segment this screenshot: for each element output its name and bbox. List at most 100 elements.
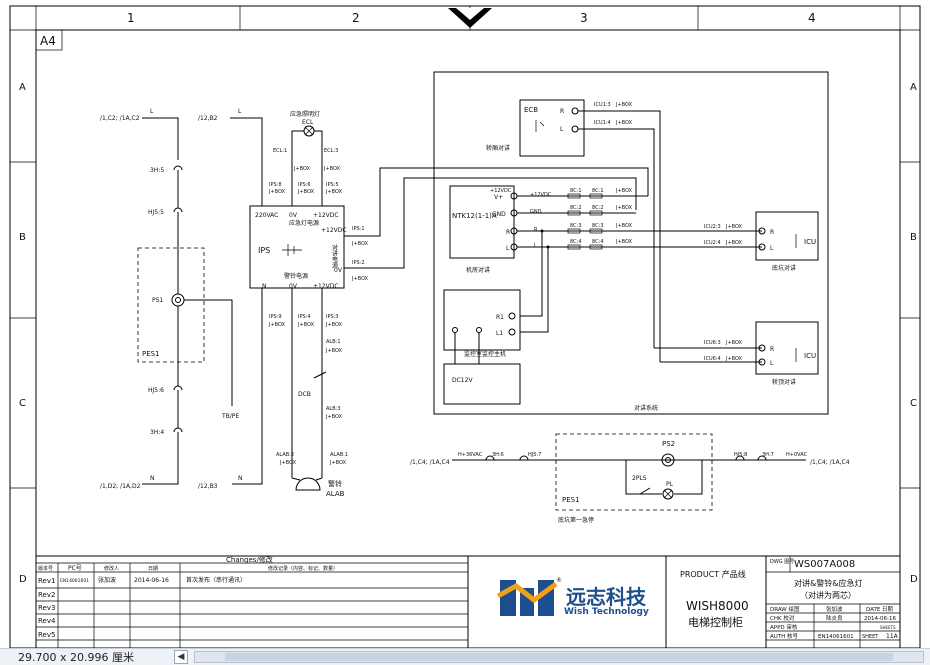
company-name-cn: 远志科技 (566, 585, 647, 609)
monitor-r1: R1 (496, 314, 504, 321)
c4-jbox: J+BOX (615, 239, 633, 245)
rev1-date: 2014-06-16 (134, 577, 169, 584)
left-bottom-ref: /1,D2; /1A,D2 (100, 483, 141, 490)
rev1-by: 张加波 (98, 576, 116, 584)
ips8-label: IPS:8 (269, 182, 282, 188)
dwg-label: DWG 图号 (770, 559, 794, 565)
company-logo (496, 578, 558, 620)
ips8-jbox: J+BOX (268, 189, 286, 195)
icu63-jbox: J+BOX (725, 340, 743, 346)
icu64-label: ICU6:4 (704, 356, 721, 362)
ips-0v: 0V (289, 212, 298, 219)
ips-12v-bottom: +12VDC (313, 283, 339, 290)
icu14-label: ICU1:4 (594, 120, 611, 126)
monitor-host-box (443, 289, 521, 351)
pes1-label: PES1 (562, 496, 580, 504)
ips4-label: IPS:4 (298, 314, 311, 320)
ps1-label: PS1 (152, 297, 163, 304)
ips-0v-bottom: 0V (289, 283, 298, 290)
ips3-jbox: J+BOX (325, 322, 343, 328)
pl-lamp-icon (662, 488, 674, 500)
ecb-r: R (560, 108, 564, 115)
ecl3-jbox: J+BOX (323, 166, 341, 172)
drawing-title-2: （对讲为两芯） (800, 590, 856, 600)
ecl1-label: ECL:1 (273, 148, 287, 154)
col-label-1: 1 (127, 11, 135, 25)
top-icu-box (755, 321, 819, 375)
top-intercom-label: 轿顶对讲 (772, 378, 796, 386)
alb1-jbox: J+BOX (325, 348, 343, 354)
horizontal-scrollbar[interactable] (194, 651, 924, 663)
document-size: 29.700 x 20.996 厘米 (18, 651, 134, 664)
left-terminal-bottom: 3H:4 (150, 429, 164, 436)
c1-right: 8C:1 (592, 188, 604, 194)
c3-jbox: J+BOX (615, 223, 633, 229)
changes-header-date: 日期 (148, 566, 158, 572)
product-name-cn: 电梯控制柜 (688, 615, 743, 629)
dcb-label: DCB (298, 391, 311, 398)
ips-n: N (262, 283, 267, 290)
row-label-a-right: A (910, 82, 917, 93)
alab2-label: ALAB:2 (276, 452, 294, 458)
c1-left: 8C:1 (570, 188, 582, 194)
pit-emergency-stop: /1,C4; /1A,C4 H+36VAC 3H:6 HJ5:7 HJ5:8 3… (410, 433, 850, 524)
pit-icu-r: R (770, 229, 774, 236)
row-label-b: B (19, 232, 26, 243)
icu14-jbox: J+BOX (615, 120, 633, 126)
ps2-label: PS2 (662, 440, 675, 448)
wire-l: L (534, 243, 537, 249)
c2-left: 8C:2 (570, 205, 582, 211)
ntk-12v: +12VDC (490, 188, 512, 194)
intercom-system-frame (433, 71, 829, 415)
scroll-left-button[interactable]: ◀ (174, 650, 188, 664)
rev1-desc: 首次发布（串行通讯） (186, 576, 246, 584)
ups-top-line: L (238, 108, 242, 115)
ips-12v-intercom: +12VDC (321, 227, 347, 234)
icu24-jbox: J+BOX (725, 240, 743, 246)
ecl1-jbox: J+BOX (293, 166, 311, 172)
pit-3h6: 3H:6 (492, 452, 504, 458)
ecb-l: L (560, 126, 564, 133)
wire-12v: +12VDC (530, 192, 552, 198)
c4-left: 8C:4 (570, 239, 582, 245)
ecb-label: 轿厢对讲 (486, 144, 510, 152)
ps2-icon (661, 453, 675, 467)
ips-12v: +12VDC (313, 212, 339, 219)
c2-jbox: J+BOX (615, 205, 633, 211)
ips-power-box (249, 205, 345, 289)
pl-label: PL (666, 481, 674, 488)
auth-number: EN14061601 (818, 634, 854, 640)
draw-label: DRAW 绘图 (770, 605, 800, 613)
ips-0v-right: 0V (334, 267, 343, 274)
rev1-label: Rev1 (38, 577, 55, 585)
drawing-date: 2014-06-16 (864, 616, 896, 622)
pit-icu-l: L (770, 245, 774, 252)
icu23-jbox: J+BOX (725, 224, 743, 230)
ips3-label: IPS:3 (326, 314, 339, 320)
sheets-small-label: SHEETS (880, 625, 896, 630)
appd-label: APPD 审核 (770, 623, 798, 631)
ups-bottom-line: N (238, 475, 243, 482)
c4-right: 8C:4 (592, 239, 604, 245)
alab1-label: ALAB:1 (330, 452, 348, 458)
c3-right: 8C:3 (592, 223, 604, 229)
scrollbar-thumb[interactable] (225, 653, 893, 661)
schematic-drawing: 1 2 3 4 A B C D A B C D A4 /1,C2; /1A,C2… (9, 5, 921, 648)
ups-top-ref: /12,B2 (198, 115, 218, 122)
chk-name: 陆炎良 (826, 614, 843, 622)
sheet-outer-border (9, 5, 921, 648)
left-terminal-top: 3H:5 (150, 167, 164, 174)
changes-header-pc: PC号 (68, 565, 82, 572)
changes-header-by: 修改人 (104, 565, 119, 572)
intercom-system: 对讲系统 ECB R L 轿厢对讲 ICU1:3 J+BOX ICU1:4 J+… (433, 71, 829, 415)
icu64-jbox: J+BOX (725, 356, 743, 362)
alb3-jbox: J+BOX (325, 414, 343, 420)
tbpe-label: TB/PE (221, 413, 239, 420)
row-label-d-right: D (910, 574, 918, 585)
pit-stop-box (555, 433, 713, 511)
dwg-number: WS007A008 (794, 559, 855, 570)
icu23-label: ICU2:3 (704, 224, 721, 230)
rev2-label: Rev2 (38, 591, 55, 599)
c2-right: 8C:2 (592, 205, 604, 211)
left-safety-circuit: /1,C2; /1A,C2 L 3H:5 HJ5:5 PES1 PS1 TB/P… (100, 108, 239, 490)
